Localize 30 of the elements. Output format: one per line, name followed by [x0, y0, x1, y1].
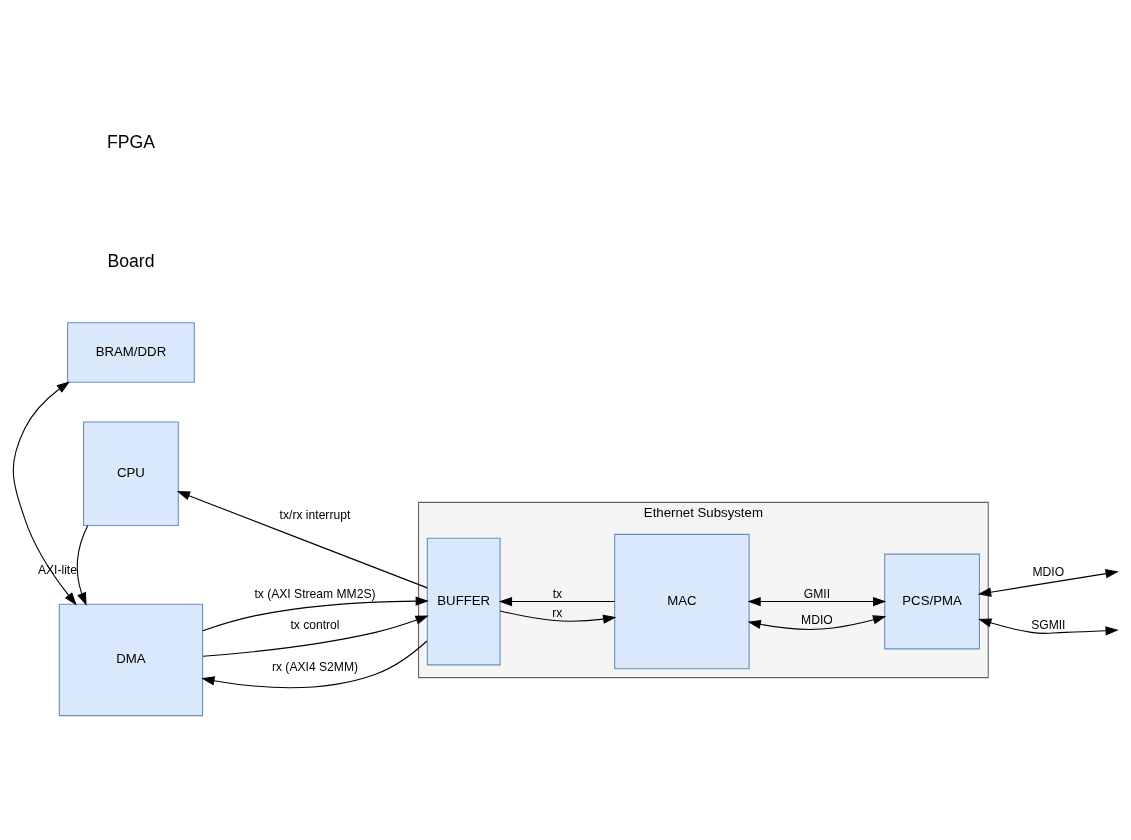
label: FPGA	[106, 132, 155, 153]
arrow	[76, 525, 89, 606]
edge-label: tx (AXI Stream MM2S)	[254, 587, 376, 602]
arrow	[201, 640, 428, 689]
node-box: MAC	[614, 533, 750, 670]
edge-label: tx/rx interrupt	[279, 507, 351, 522]
arrow	[747, 596, 887, 607]
node-box: DMA	[58, 603, 204, 717]
arrow	[202, 615, 429, 657]
edge-label: rx	[552, 605, 563, 620]
edge-label: MDIO	[1032, 564, 1065, 579]
label: Board	[107, 251, 155, 272]
arrow	[498, 596, 616, 607]
arrow	[12, 381, 77, 606]
edge-label: tx control	[290, 617, 340, 632]
edge-label: GMII	[803, 587, 831, 602]
arrow	[977, 569, 1119, 597]
node-box: BUFFER	[426, 537, 501, 666]
arrow	[176, 491, 428, 589]
node-box: CPU	[83, 421, 179, 527]
edge-label: tx	[552, 587, 563, 602]
node-box: PCS/PMA	[884, 553, 980, 650]
arrow	[978, 618, 1119, 636]
arrow	[202, 596, 429, 632]
arrow	[747, 615, 887, 630]
edge-label: rx (AXI4 S2MM)	[271, 659, 359, 674]
node-box: BRAM/DDR	[67, 322, 195, 383]
edge-label: SGMII	[1031, 617, 1066, 632]
edge-label: MDIO	[801, 613, 833, 628]
arrow	[499, 610, 617, 624]
